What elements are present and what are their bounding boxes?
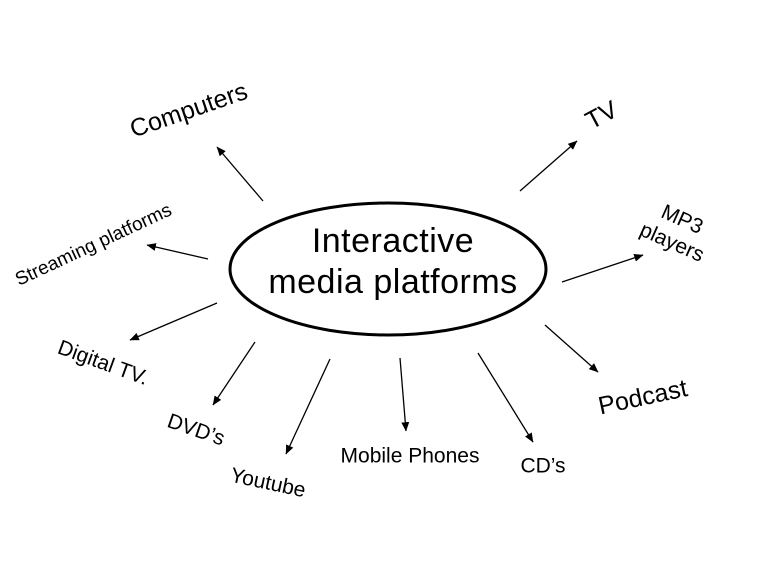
arrow-to-mobile-phones xyxy=(399,357,410,432)
arrow-to-podcast xyxy=(544,324,599,373)
center-topic-line1: Interactive xyxy=(311,222,475,260)
center-topic-line2: media platforms xyxy=(268,263,518,301)
arrow-to-digital-tv xyxy=(129,302,218,341)
center-topic-label: Interactive media platforms xyxy=(268,221,517,303)
node-label-mobile-phones: Mobile Phones xyxy=(340,444,480,468)
arrow-to-youtube xyxy=(285,358,331,455)
center-topic-ellipse xyxy=(228,201,548,337)
arrow-to-cds xyxy=(477,352,534,443)
arrow-to-tv xyxy=(519,140,578,192)
node-label-cds: CD’s xyxy=(520,454,566,478)
arrow-to-mp3-players xyxy=(561,254,644,283)
arrow-to-dvds xyxy=(212,341,256,406)
arrow-to-computers xyxy=(216,146,264,202)
arrow-to-streaming-platforms xyxy=(146,243,209,260)
